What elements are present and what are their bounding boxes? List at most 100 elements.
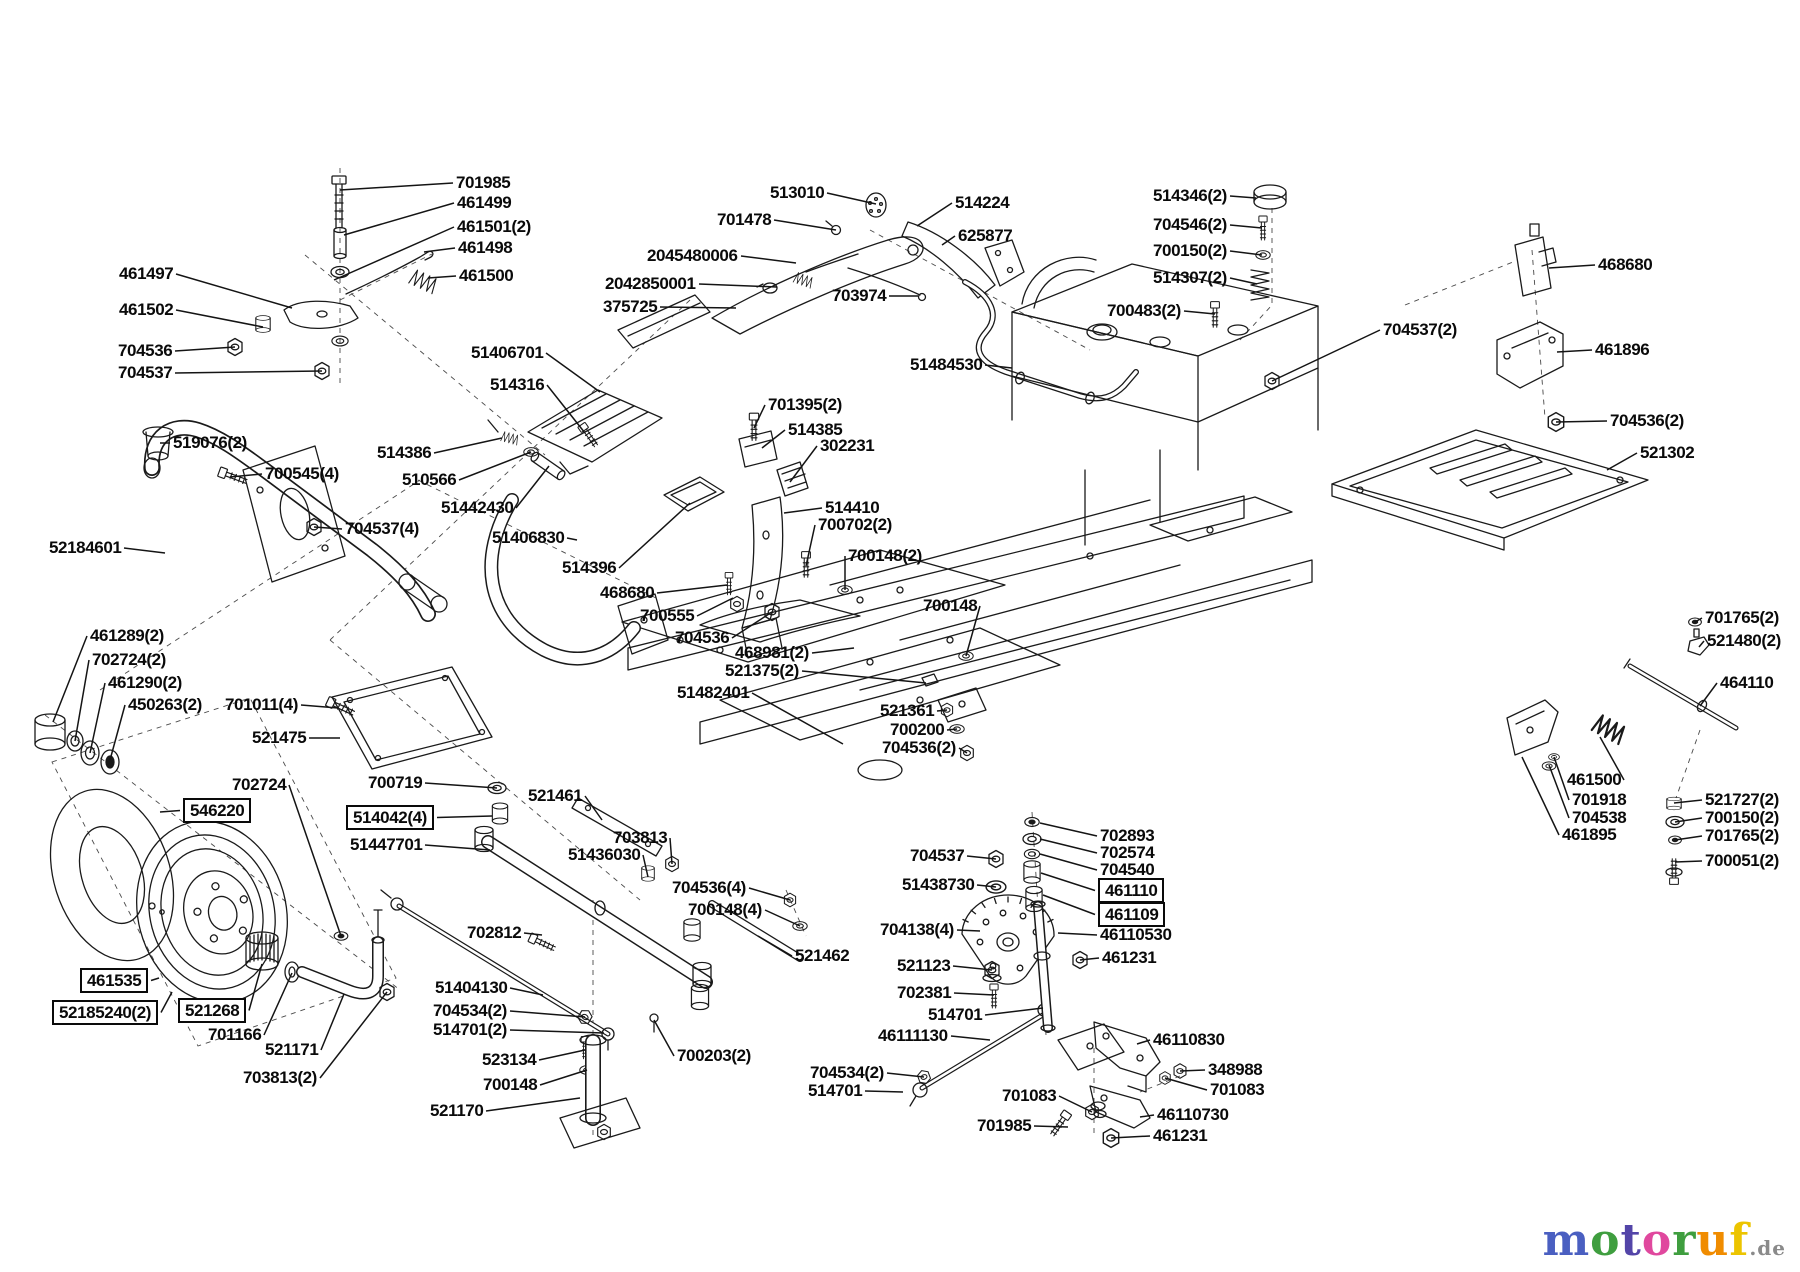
- part-label: 701478: [717, 210, 772, 229]
- part-label: 521170: [430, 1101, 484, 1120]
- watermark-letter: f: [1729, 1215, 1750, 1266]
- part-label: 704536: [675, 628, 730, 647]
- front-axle: [474, 781, 808, 1149]
- part-label: 514701(2): [433, 1020, 507, 1039]
- part-label: 461231: [1102, 948, 1157, 967]
- part-label: 468680: [1598, 255, 1653, 274]
- part-label: 46110830: [1153, 1030, 1225, 1049]
- part-label: 51482401: [677, 683, 750, 702]
- part-label: 702724(2): [92, 650, 166, 669]
- part-label: 468680: [600, 583, 655, 602]
- part-label: 2042850001: [605, 274, 696, 293]
- part-label: 703813: [613, 828, 668, 847]
- rear-console-frame: [1011, 256, 1319, 471]
- part-label: 51484530: [910, 355, 983, 374]
- part-label: 52185240(2): [52, 1000, 159, 1025]
- part-label: 521361: [880, 701, 935, 720]
- part-label: 513010: [770, 183, 825, 202]
- part-label: 702574: [1100, 843, 1155, 862]
- part-label: 461896: [1595, 340, 1650, 359]
- part-label: 704537: [910, 846, 965, 865]
- part-label: 703974: [832, 286, 887, 305]
- part-label: 510566: [402, 470, 457, 489]
- part-label: 46110730: [1157, 1105, 1229, 1124]
- part-label: 521375(2): [725, 661, 799, 680]
- part-label: 461290(2): [108, 673, 182, 692]
- part-label: 2045480006: [647, 246, 738, 265]
- part-label: 700150(2): [1705, 808, 1779, 827]
- watermark-letter: r: [1672, 1215, 1697, 1266]
- part-label: 701918: [1572, 790, 1627, 809]
- part-label: 700051(2): [1705, 851, 1779, 870]
- part-label: 461500: [459, 266, 514, 285]
- front-wheel-group: [34, 713, 395, 1004]
- part-label: 514701: [928, 1005, 983, 1024]
- part-label: 51406701: [471, 343, 544, 362]
- part-label: 450263(2): [128, 695, 202, 714]
- part-label: 625877: [958, 226, 1013, 245]
- watermark-letter: o: [1590, 1215, 1621, 1266]
- part-label: 514316: [490, 375, 545, 394]
- part-label: 702724: [232, 775, 287, 794]
- part-label: 700148: [923, 596, 978, 615]
- part-label: 704536: [118, 341, 173, 360]
- watermark-letter: m: [1542, 1215, 1591, 1266]
- part-label: 701985: [977, 1116, 1032, 1135]
- part-label: 461497: [119, 264, 174, 283]
- part-label: 375725: [603, 297, 658, 316]
- part-label: 700200: [890, 720, 945, 739]
- part-label: 51438730: [902, 875, 975, 894]
- part-label: 514385: [788, 420, 843, 439]
- part-label: 701083: [1210, 1080, 1265, 1099]
- sector-gear-assembly: [961, 816, 1125, 1071]
- part-label: 348988: [1208, 1060, 1263, 1079]
- part-label: 523134: [482, 1050, 537, 1069]
- watermark-letter: u: [1696, 1215, 1730, 1266]
- watermark-letter: t: [1620, 1215, 1642, 1266]
- part-label: 461231: [1153, 1126, 1208, 1145]
- part-label: 514042(4): [346, 805, 434, 830]
- part-label: 704536(2): [1610, 411, 1684, 430]
- part-label: 704537(2): [1383, 320, 1457, 339]
- part-label: 700555: [640, 606, 695, 625]
- part-label: 514701: [808, 1081, 863, 1100]
- part-label: 521727(2): [1705, 790, 1779, 809]
- part-label: 701166: [208, 1025, 262, 1044]
- part-label: 514410: [825, 498, 880, 517]
- part-label: 464110: [1720, 673, 1774, 692]
- tank-hardware: [1250, 184, 1287, 301]
- part-label: 704536(2): [882, 738, 956, 757]
- part-label: 702381: [897, 983, 952, 1002]
- part-label: 700719: [368, 773, 423, 792]
- part-label: 700203(2): [677, 1046, 751, 1065]
- part-label: 51406830: [492, 528, 565, 547]
- safety-switch: [1514, 223, 1557, 297]
- part-label: 461500: [1567, 770, 1622, 789]
- part-label: 704538: [1572, 808, 1627, 827]
- handlebar-support: [142, 419, 448, 622]
- part-label: 700148: [483, 1075, 538, 1094]
- part-label: 302231: [820, 436, 875, 455]
- part-label: 701765(2): [1705, 826, 1779, 845]
- chassis-frame: [621, 449, 1313, 781]
- watermark-suffix: .de: [1749, 1236, 1786, 1260]
- part-label: 461110: [1098, 878, 1165, 903]
- part-label: 521268: [178, 998, 247, 1023]
- part-label: 461895: [1562, 825, 1617, 844]
- part-label: 704138(4): [880, 920, 954, 939]
- part-label: 46111130: [878, 1026, 948, 1045]
- part-label: 704537(4): [345, 519, 419, 538]
- part-label: 51442430: [441, 498, 514, 517]
- part-label: 701985: [456, 173, 511, 192]
- seat-plate: [1331, 429, 1649, 551]
- part-label: 521461: [528, 786, 583, 805]
- part-label: 51447701: [350, 835, 423, 854]
- pedal-assembly: [484, 389, 809, 666]
- part-label: 51404130: [435, 978, 508, 997]
- part-label: 546220: [183, 798, 252, 823]
- part-label: 461502: [119, 300, 174, 319]
- part-label: 514307(2): [1153, 268, 1227, 287]
